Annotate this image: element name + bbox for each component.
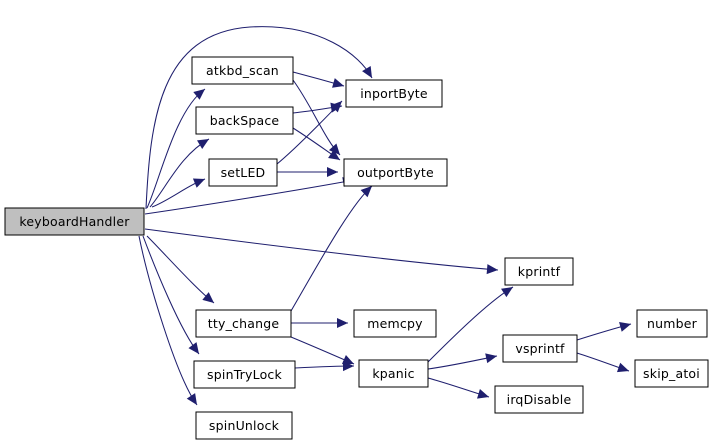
edge-arrowhead — [485, 353, 497, 364]
node-box-kprintf[interactable] — [504, 257, 574, 286]
edge-arrowhead — [330, 101, 342, 113]
edge-keyboardHandler-to-atkbd_scan — [146, 88, 206, 209]
edge-backSpace-to-outportByte — [292, 127, 341, 161]
node-label-tty_change: tty_change — [208, 316, 280, 331]
edge-arrowhead — [486, 264, 498, 275]
edge-arrowhead — [186, 393, 197, 405]
edge-arrowhead — [328, 149, 340, 160]
edge-arrowhead — [192, 178, 205, 188]
node-box-memcpy[interactable] — [353, 309, 437, 338]
edge-atkbd_scan-to-outportByte — [292, 79, 341, 156]
edge-arrowhead — [619, 322, 631, 332]
node-box-spinUnlock[interactable] — [195, 411, 293, 440]
node-label-kpanic: kpanic — [372, 366, 414, 381]
node-box-tty_change[interactable] — [195, 309, 292, 338]
node-number[interactable]: number — [636, 309, 708, 338]
edge-tty_change-to-outportByte — [290, 185, 373, 312]
node-irqDisable[interactable]: irqDisable — [494, 385, 584, 414]
edge-arrowhead — [202, 292, 214, 303]
node-label-inportByte: inportByte — [360, 86, 428, 101]
node-kpanic[interactable]: kpanic — [358, 359, 429, 388]
edge-tty_change-to-memcpy — [291, 318, 348, 328]
edge-setLED-to-outportByte — [276, 167, 338, 177]
node-label-outportByte: outportByte — [357, 165, 434, 180]
edge-keyboardHandler-to-backSpace — [149, 138, 210, 208]
node-keyboardHandler[interactable]: keyboardHandler — [4, 207, 145, 236]
node-spinTryLock[interactable]: spinTryLock — [193, 360, 296, 389]
node-box-spinTryLock[interactable] — [193, 360, 296, 389]
edge-setLED-to-inportByte — [276, 100, 343, 165]
node-label-kprintf: kprintf — [518, 264, 561, 279]
edge-arrowhead — [342, 361, 354, 372]
node-label-keyboardHandler: keyboardHandler — [19, 214, 130, 229]
node-vsprintf[interactable]: vsprintf — [502, 334, 578, 363]
edge-arrowhead — [328, 143, 340, 155]
node-inportByte[interactable]: inportByte — [345, 79, 443, 108]
edge-arrowhead — [341, 355, 354, 365]
node-box-setLED[interactable] — [208, 158, 278, 187]
node-skip_atoi[interactable]: skip_atoi — [634, 359, 709, 388]
node-kprintf[interactable]: kprintf — [504, 257, 574, 286]
nodes-layer: keyboardHandler atkbd_scan backSpace setLED… — [4, 56, 709, 440]
node-label-backSpace: backSpace — [210, 113, 280, 128]
edge-keyboardHandler-to-spinTryLock — [142, 235, 200, 355]
edge-vsprintf-to-number — [576, 322, 632, 341]
node-label-spinTryLock: spinTryLock — [207, 367, 282, 382]
edge-arrowhead — [337, 318, 348, 328]
node-box-backSpace[interactable] — [195, 106, 294, 135]
node-box-keyboardHandler[interactable] — [4, 207, 145, 236]
node-box-atkbd_scan[interactable] — [191, 56, 294, 85]
edge-arrowhead — [327, 167, 338, 177]
node-label-irqDisable: irqDisable — [507, 392, 572, 407]
edge-keyboardHandler-to-spinUnlock — [138, 235, 198, 406]
node-label-atkbd_scan: atkbd_scan — [206, 63, 279, 78]
node-outportByte[interactable]: outportByte — [343, 158, 448, 187]
node-spinUnlock[interactable]: spinUnlock — [195, 411, 293, 440]
node-box-skip_atoi[interactable] — [634, 359, 709, 388]
edge-arrowhead — [360, 186, 372, 198]
node-box-vsprintf[interactable] — [502, 334, 578, 363]
node-label-skip_atoi: skip_atoi — [643, 366, 700, 381]
edge-keyboardHandler-to-inportByte — [145, 26, 373, 210]
edges-layer — [138, 26, 632, 406]
edge-vsprintf-to-skip_atoi — [576, 352, 630, 373]
edge-keyboardHandler-to-setLED — [151, 178, 206, 208]
edge-arrowhead — [616, 362, 629, 373]
edge-arrowhead — [362, 65, 372, 78]
edge-arrowhead — [501, 287, 513, 298]
edge-atkbd_scan-to-inportByte — [292, 71, 345, 88]
node-backSpace[interactable]: backSpace — [195, 106, 294, 135]
node-box-number[interactable] — [636, 309, 708, 338]
node-label-vsprintf: vsprintf — [515, 341, 565, 356]
edge-keyboardHandler-to-kprintf — [144, 228, 499, 275]
edge-arrowhead — [193, 89, 205, 100]
edge-keyboardHandler-to-tty_change — [146, 235, 215, 304]
node-setLED[interactable]: setLED — [208, 158, 278, 187]
edge-kpanic-to-kprintf — [427, 286, 514, 363]
edge-arrowhead — [332, 78, 344, 88]
node-memcpy[interactable]: memcpy — [353, 309, 437, 338]
node-tty_change[interactable]: tty_change — [195, 309, 292, 338]
node-label-spinUnlock: spinUnlock — [209, 418, 280, 433]
node-box-outportByte[interactable] — [343, 158, 448, 187]
edge-spinTryLock-to-kpanic — [294, 361, 355, 372]
edge-tty_change-to-kpanic — [290, 336, 355, 365]
node-atkbd_scan[interactable]: atkbd_scan — [191, 56, 294, 85]
node-box-kpanic[interactable] — [358, 359, 429, 388]
node-label-number: number — [647, 316, 698, 331]
edge-kpanic-to-irqDisable — [427, 377, 490, 399]
node-label-memcpy: memcpy — [367, 316, 423, 331]
node-label-setLED: setLED — [221, 165, 266, 180]
edge-arrowhead — [188, 342, 199, 354]
node-box-irqDisable[interactable] — [494, 385, 584, 414]
edge-kpanic-to-vsprintf — [427, 353, 498, 370]
node-box-inportByte[interactable] — [345, 79, 443, 108]
edge-arrowhead — [197, 139, 209, 149]
edge-arrowhead — [477, 389, 489, 399]
